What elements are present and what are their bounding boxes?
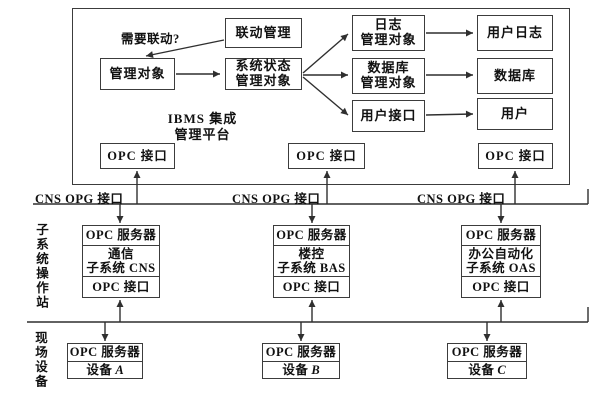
subsystem-name-cell: 通信 子系统 CNS bbox=[83, 246, 159, 277]
device-label: 设备 bbox=[282, 362, 309, 377]
bus1-label-1: CNS OPG 接口 bbox=[35, 192, 124, 206]
section-label-field-devices: 现场设备 bbox=[33, 331, 47, 389]
user-log-box: 用户日志 bbox=[477, 15, 553, 51]
system-status-line2: 管理对象 bbox=[235, 73, 292, 88]
db-line2: 管理对象 bbox=[360, 75, 417, 90]
subsystem-name-cell: 办公自动化 子系统 OAS bbox=[462, 246, 540, 277]
ibms-platform-frame bbox=[72, 8, 570, 185]
database-object-box: 数据库 管理对象 bbox=[352, 58, 425, 94]
user-box: 用户 bbox=[477, 98, 553, 130]
subsystem-name-line1: 通信 bbox=[107, 246, 134, 261]
device-label: 设备 bbox=[468, 362, 495, 377]
opc-server-cell: OPC 服务器 bbox=[263, 344, 339, 362]
log-line1: 日志 bbox=[374, 17, 403, 33]
opc-server-cell: OPC 服务器 bbox=[83, 226, 159, 246]
subsystem-name-cell: 楼控 子系统 BAS bbox=[274, 246, 349, 277]
log-line2: 管理对象 bbox=[360, 32, 417, 47]
managed-object-box: 管理对象 bbox=[100, 58, 175, 90]
subsystem-name-line1: 办公自动化 bbox=[468, 246, 534, 261]
opc-server-cell: OPC 服务器 bbox=[462, 226, 540, 246]
device-label: 设备 bbox=[86, 362, 113, 377]
opc-interface-cell: OPC 接口 bbox=[282, 279, 341, 294]
opc-interface-cell: OPC 接口 bbox=[92, 279, 150, 294]
database-box: 数据库 bbox=[477, 58, 553, 94]
subsystem-name-line2: 子系统 CNS bbox=[86, 261, 156, 275]
log-object-box: 日志 管理对象 bbox=[352, 15, 425, 51]
device-stack-c: OPC 服务器 设备 C bbox=[447, 343, 527, 379]
device-stack-a: OPC 服务器 设备 A bbox=[67, 343, 143, 379]
subsystem-stack-bas: OPC 服务器 楼控 子系统 BAS OPC 接口 bbox=[273, 225, 350, 298]
device-name-cell: 设备 C bbox=[448, 362, 526, 379]
subsystem-stack-oas: OPC 服务器 办公自动化 子系统 OAS OPC 接口 bbox=[461, 225, 541, 298]
subsystem-name-line2: 子系统 OAS bbox=[466, 261, 536, 275]
system-status-object-box: 系统状态 管理对象 bbox=[225, 58, 302, 90]
platform-opc-interface-3-box: OPC 接口 bbox=[478, 143, 553, 169]
linkage-management-box: 联动管理 bbox=[225, 18, 302, 48]
subsystem-name-line2: 子系统 BAS bbox=[277, 261, 346, 275]
platform-title-line2: 管理平台 bbox=[174, 127, 231, 143]
system-status-line1: 系统状态 bbox=[235, 58, 292, 74]
opc-server-cell: OPC 服务器 bbox=[274, 226, 349, 246]
device-stack-b: OPC 服务器 设备 B bbox=[262, 343, 340, 379]
device-letter: C bbox=[497, 362, 506, 377]
bus1-label-2: CNS OPG 接口 bbox=[232, 192, 321, 206]
platform-opc-interface-1-box: OPC 接口 bbox=[100, 143, 175, 169]
platform-title-line1: IBMS 集成 bbox=[167, 111, 238, 126]
subsystem-name-line1: 楼控 bbox=[298, 246, 325, 261]
subsystem-stack-cns: OPC 服务器 通信 子系统 CNS OPC 接口 bbox=[82, 225, 160, 298]
bus1-label-3: CNS OPG 接口 bbox=[417, 192, 506, 206]
platform-opc-interface-2-box: OPC 接口 bbox=[288, 143, 365, 169]
opc-interface-cell: OPC 接口 bbox=[472, 279, 530, 294]
platform-title: IBMS 集成 管理平台 bbox=[155, 111, 250, 144]
opc-server-cell: OPC 服务器 bbox=[68, 344, 142, 362]
opc-server-cell: OPC 服务器 bbox=[448, 344, 526, 362]
device-letter: B bbox=[311, 362, 320, 377]
device-name-cell: 设备 A bbox=[68, 362, 142, 379]
user-interface-box: 用户接口 bbox=[352, 100, 425, 132]
section-label-subsystem-station: 子系统操作站 bbox=[34, 223, 48, 310]
db-line1: 数据库 bbox=[367, 60, 410, 76]
need-linkage-question-label: 需要联动? bbox=[121, 32, 180, 46]
device-letter: A bbox=[115, 362, 124, 377]
device-name-cell: 设备 B bbox=[263, 362, 339, 379]
